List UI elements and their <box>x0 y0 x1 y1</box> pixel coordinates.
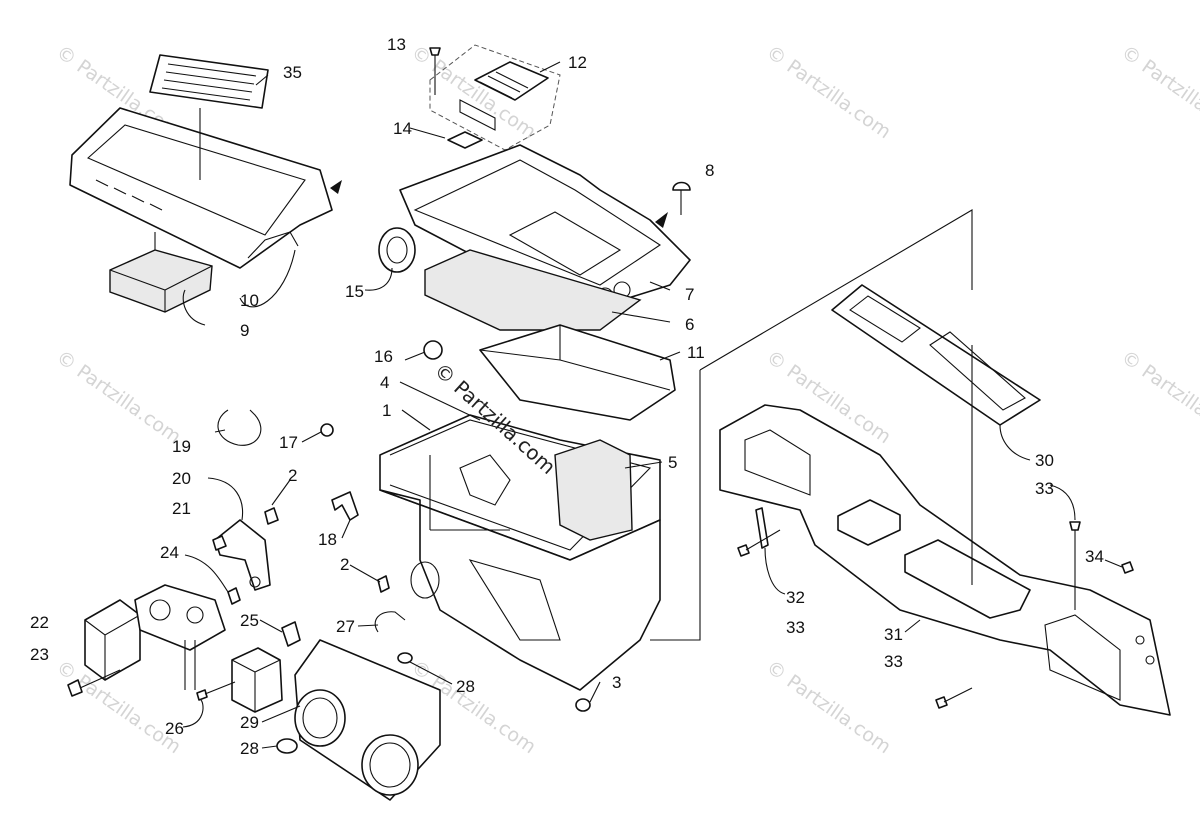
part-26-bolt <box>196 689 208 701</box>
part-31-side-panel <box>719 404 1171 716</box>
watermark: © Partzilla.com <box>762 656 895 758</box>
callout-12: 12 <box>568 53 587 72</box>
part-35-screen <box>149 54 269 109</box>
part-6-foam-pad <box>424 249 642 331</box>
part-19-clamp <box>217 409 262 446</box>
watermark: © Partzilla.com <box>52 346 185 448</box>
watermark: © Partzilla.com <box>1117 41 1200 143</box>
callout-numbers: 1 2 2 3 4 5 6 7 8 9 10 11 12 13 14 15 16… <box>30 35 1104 758</box>
callout-24: 24 <box>160 543 179 562</box>
callout-13: 13 <box>387 35 406 54</box>
part-12-ecu <box>429 44 561 151</box>
callout-10: 10 <box>240 291 259 310</box>
part-33-bolt-a <box>1069 521 1081 531</box>
callout-2: 2 <box>340 555 349 574</box>
callout-15: 15 <box>345 282 364 301</box>
leader-lines <box>154 61 1123 749</box>
callout-6: 6 <box>685 315 694 334</box>
part-15-ring <box>378 227 416 273</box>
callout-28: 28 <box>240 739 259 758</box>
fasteners <box>67 47 1134 754</box>
callout-2: 2 <box>288 466 297 485</box>
callout-19: 19 <box>172 437 191 456</box>
part-29-intake-duct <box>294 639 441 801</box>
callout-23: 23 <box>30 645 49 664</box>
callout-28: 28 <box>456 677 475 696</box>
callout-1: 1 <box>382 401 391 420</box>
part-25-spacer <box>281 621 301 647</box>
callout-14: 14 <box>393 119 412 138</box>
callout-5: 5 <box>668 453 677 472</box>
callout-11: 11 <box>687 343 705 362</box>
part-34-nut <box>1121 561 1134 574</box>
sensor-assembly <box>134 584 226 690</box>
callout-33: 33 <box>884 652 903 671</box>
part-2-spacer-a <box>264 507 279 525</box>
part-32-strip <box>755 507 769 549</box>
part-3-grommet <box>575 698 591 712</box>
callout-25: 25 <box>240 611 259 630</box>
callout-33: 33 <box>786 618 805 637</box>
part-8-pin <box>672 181 691 191</box>
part-23-bolt <box>67 679 83 697</box>
callout-33: 33 <box>1035 479 1054 498</box>
callout-29: 29 <box>240 713 259 732</box>
part-33-bolt-c <box>935 696 948 709</box>
callout-21: 21 <box>172 499 191 518</box>
callout-4: 4 <box>380 373 389 392</box>
part-18-clip <box>331 491 359 521</box>
watermark: © Partzilla.com <box>1117 346 1200 448</box>
part-11-filter-housing <box>479 324 676 421</box>
callout-18: 18 <box>318 530 337 549</box>
callout-3: 3 <box>612 673 621 692</box>
part-5-foam <box>554 439 633 541</box>
callout-30: 30 <box>1035 451 1054 470</box>
part-2-spacer-b <box>377 575 390 593</box>
callout-26: 26 <box>165 719 184 738</box>
part-27-hose <box>374 611 406 633</box>
part-28-cap-a <box>397 652 413 664</box>
callout-35: 35 <box>283 63 302 82</box>
part-17-pin <box>320 423 334 437</box>
part-28-cap-b <box>276 738 298 754</box>
part-24-nut <box>227 587 241 605</box>
callout-9: 9 <box>240 321 249 340</box>
part-20-bracket <box>214 519 271 591</box>
callout-27: 27 <box>336 617 355 636</box>
part-21-bolt <box>212 535 227 551</box>
part-22-cover <box>84 599 141 681</box>
callout-32: 32 <box>786 588 805 607</box>
watermark: © Partzilla.com <box>762 41 895 143</box>
callout-20: 20 <box>172 469 191 488</box>
part-33-bolt-b <box>737 544 750 557</box>
callout-17: 17 <box>279 433 298 452</box>
callout-8: 8 <box>705 161 714 180</box>
part-13-bolt <box>429 47 441 56</box>
coil-part <box>231 647 283 713</box>
callout-7: 7 <box>685 285 694 304</box>
part-14-pad <box>447 131 483 149</box>
part-30-frame <box>831 284 1041 426</box>
part-10-intake-cover <box>69 107 342 269</box>
callout-22: 22 <box>30 613 49 632</box>
callout-34: 34 <box>1085 547 1104 566</box>
part-16-nut <box>423 340 443 360</box>
callout-31: 31 <box>884 625 903 644</box>
part-9-foam-block <box>109 249 213 313</box>
callout-16: 16 <box>374 347 393 366</box>
